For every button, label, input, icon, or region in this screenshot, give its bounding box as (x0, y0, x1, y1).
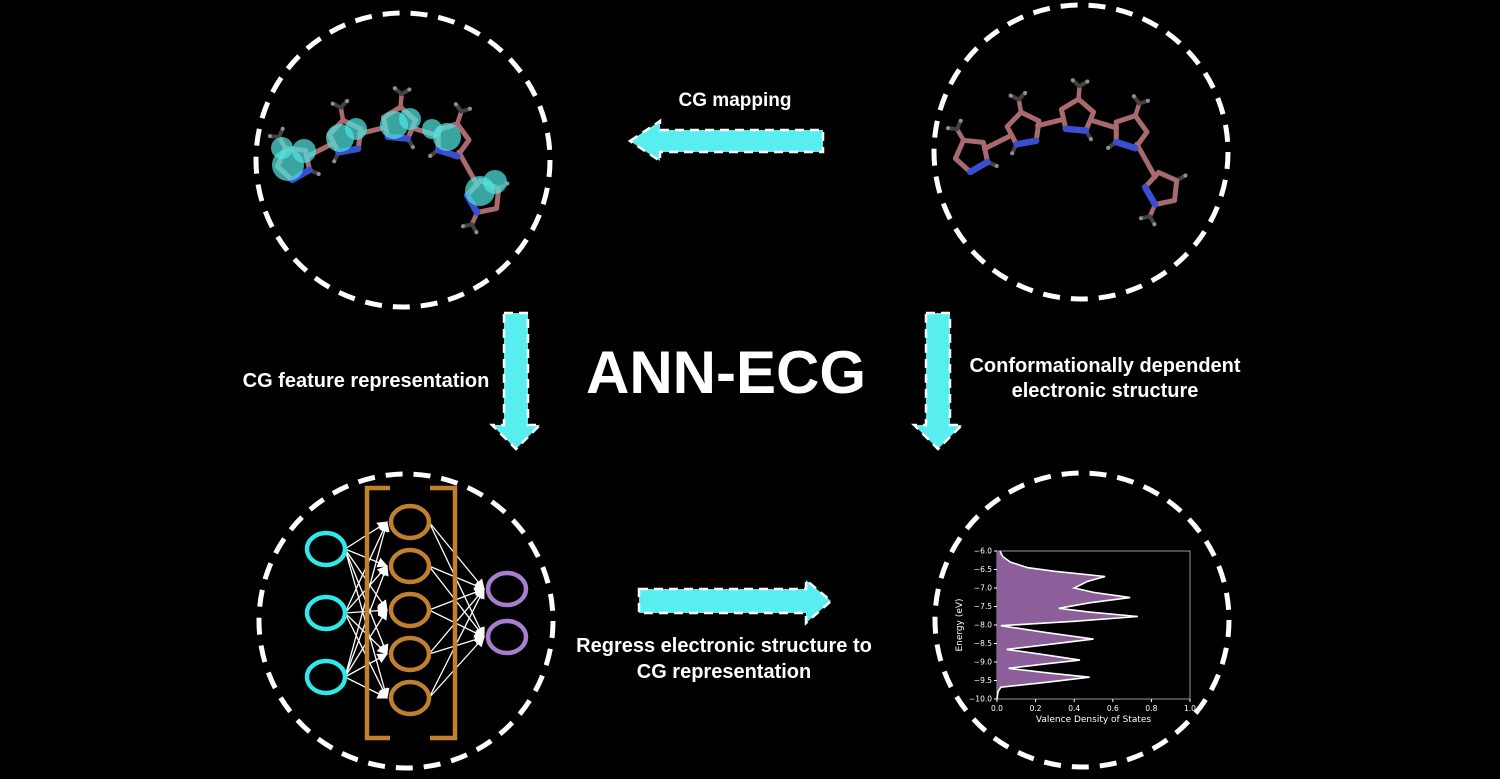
y-tick-label: −10.0 (969, 695, 992, 704)
y-tick-label: −6.5 (974, 565, 992, 574)
cg-molecule-circle (253, 10, 553, 310)
nn-input-node (304, 530, 348, 568)
x-tick-label: 0.4 (1068, 704, 1080, 713)
nn-output-node (485, 618, 529, 656)
dos-curve (996, 550, 1138, 700)
y-tick-label: −7.5 (974, 602, 992, 611)
atomistic-molecule-circle (931, 2, 1231, 302)
cg-bead (483, 170, 507, 194)
x-tick-label: 0.6 (1107, 704, 1119, 713)
y-tick-label: −9.0 (974, 658, 992, 667)
cg-mapping-arrow-icon (627, 118, 825, 164)
x-tick-label: 0.2 (1030, 704, 1042, 713)
conformational-label-line1: Conformationally dependent (969, 355, 1241, 377)
dos-chart: −6.0 −6.5 −7.0 −7.5 −8.0 −8.5 −9.0 −9.5 −10.00.0… (955, 547, 1196, 725)
dashed-circle (253, 10, 553, 310)
electronic-structure-arrow-icon (910, 311, 966, 451)
neural-network-circle (256, 471, 556, 771)
conformational-label: Conformationally dependent electronic st… (955, 354, 1255, 404)
nn-hidden-node (388, 503, 432, 541)
cg-bead (422, 119, 442, 139)
regress-label-line2: CG representation (636, 661, 812, 683)
regress-label: Regress electronic structure to CG repre… (539, 633, 909, 685)
dashed-circle (931, 2, 1231, 302)
nn-hidden-node (388, 635, 432, 673)
dashed-circle (256, 471, 556, 771)
nn-hidden-node (388, 679, 432, 717)
nn-input-node (304, 594, 348, 632)
dos-ylabel: Energy (eV) (955, 598, 965, 651)
cg-bead (271, 137, 293, 159)
regress-arrow-icon (637, 577, 833, 626)
x-tick-label: 0.0 (991, 704, 1003, 713)
nn-output-node (485, 570, 529, 608)
cg-mapping-label: CG mapping (678, 90, 792, 111)
cg-bead (345, 118, 367, 140)
x-tick-label: 1.0 (1184, 704, 1196, 713)
cg-feature-label: CG feature representation (242, 370, 490, 392)
cg-feature-arrow-icon (488, 311, 544, 451)
conformational-label-line2: electronic structure (1011, 380, 1199, 402)
dashed-circle (932, 470, 1232, 770)
regress-label-line1: Regress electronic structure to (576, 635, 872, 657)
cg-molecule-graphic (268, 86, 510, 235)
y-tick-label: −9.5 (974, 676, 992, 685)
y-tick-label: −6.0 (974, 547, 992, 556)
dos-area (997, 551, 1138, 699)
hidden-layer-bracket-left (364, 485, 390, 741)
y-tick-label: −7.0 (974, 584, 992, 593)
nn-hidden-node (388, 547, 432, 585)
y-tick-label: −8.0 (974, 621, 992, 630)
hidden-layer-bracket-right (430, 485, 458, 741)
atomistic-molecule-graphic (946, 78, 1188, 227)
dos-xlabel: Valence Density of States (1036, 715, 1151, 725)
page-title: ANN-ECG (586, 339, 866, 406)
y-tick-label: −8.5 (974, 639, 992, 648)
cg-bead (292, 139, 316, 163)
nn-hidden-node (388, 591, 432, 629)
dos-plot-circle (932, 470, 1232, 770)
nn-input-node (304, 658, 348, 696)
cg-bead (399, 108, 421, 130)
x-tick-label: 0.8 (1145, 704, 1157, 713)
